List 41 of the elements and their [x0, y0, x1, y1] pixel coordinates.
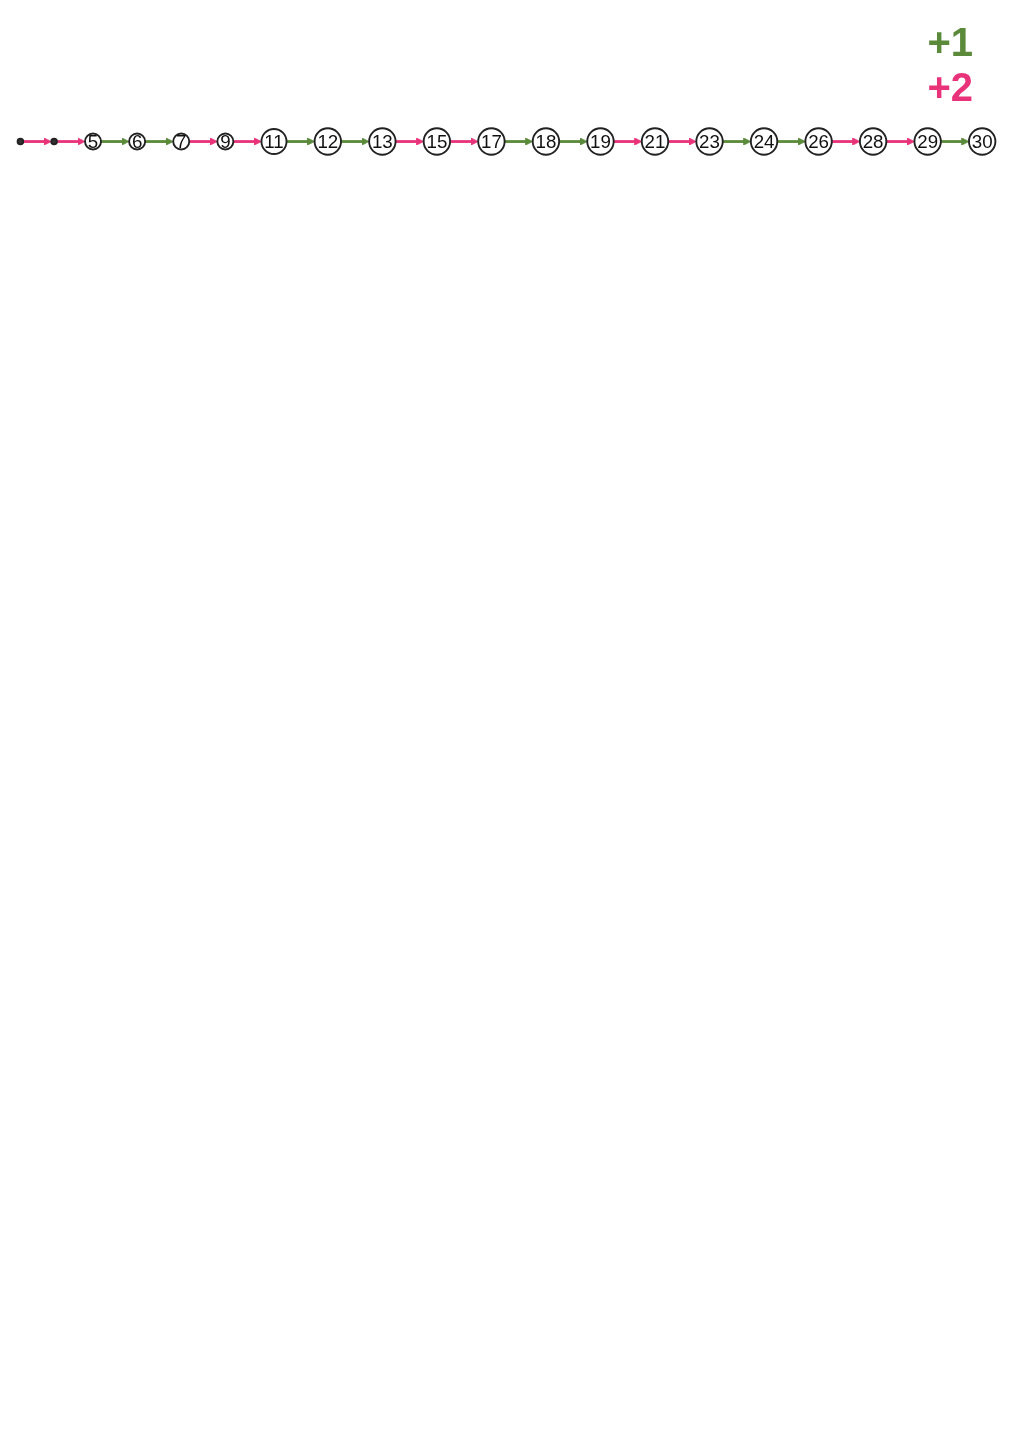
node-circle: 24 — [749, 127, 779, 156]
node-circle: 26 — [804, 127, 833, 156]
arrow — [940, 137, 970, 146]
node-circle: 15 — [422, 127, 452, 156]
arrow — [613, 137, 643, 146]
arrow — [189, 137, 218, 146]
node-circle: 30 — [968, 127, 997, 156]
arrow — [23, 137, 52, 146]
legend-entry: +2 — [927, 65, 973, 110]
node-circle: 17 — [477, 127, 506, 156]
arrow — [341, 137, 370, 146]
arrow — [722, 137, 752, 146]
arrow — [286, 137, 315, 146]
arrow — [831, 137, 861, 146]
arrow — [668, 137, 697, 146]
arrow — [233, 137, 262, 146]
node-circle: 23 — [695, 127, 724, 156]
node-circle: 11 — [260, 128, 288, 155]
arrow — [101, 137, 130, 146]
arrow — [450, 137, 479, 146]
node-circle: 5 — [84, 132, 102, 151]
arrow — [56, 137, 86, 146]
arrow — [777, 137, 806, 146]
node-circle: 19 — [586, 127, 615, 156]
node-circle: 28 — [858, 127, 888, 156]
node-circle: 9 — [216, 132, 235, 151]
legend-entry: +1 — [927, 20, 973, 65]
node-circle: 21 — [640, 127, 670, 156]
arrow — [504, 137, 534, 146]
node-circle: 29 — [913, 127, 942, 156]
node-circle: 12 — [313, 127, 342, 156]
node-circle — [16, 137, 25, 146]
node-circle: 6 — [128, 132, 147, 151]
arrow — [145, 137, 174, 146]
node-circle: 7 — [172, 132, 191, 151]
arrow — [559, 137, 588, 146]
arrow — [395, 137, 425, 146]
node-circle — [50, 137, 58, 146]
arrow — [886, 137, 915, 146]
node-circle: 13 — [368, 127, 397, 156]
node-circle: 18 — [531, 127, 561, 156]
